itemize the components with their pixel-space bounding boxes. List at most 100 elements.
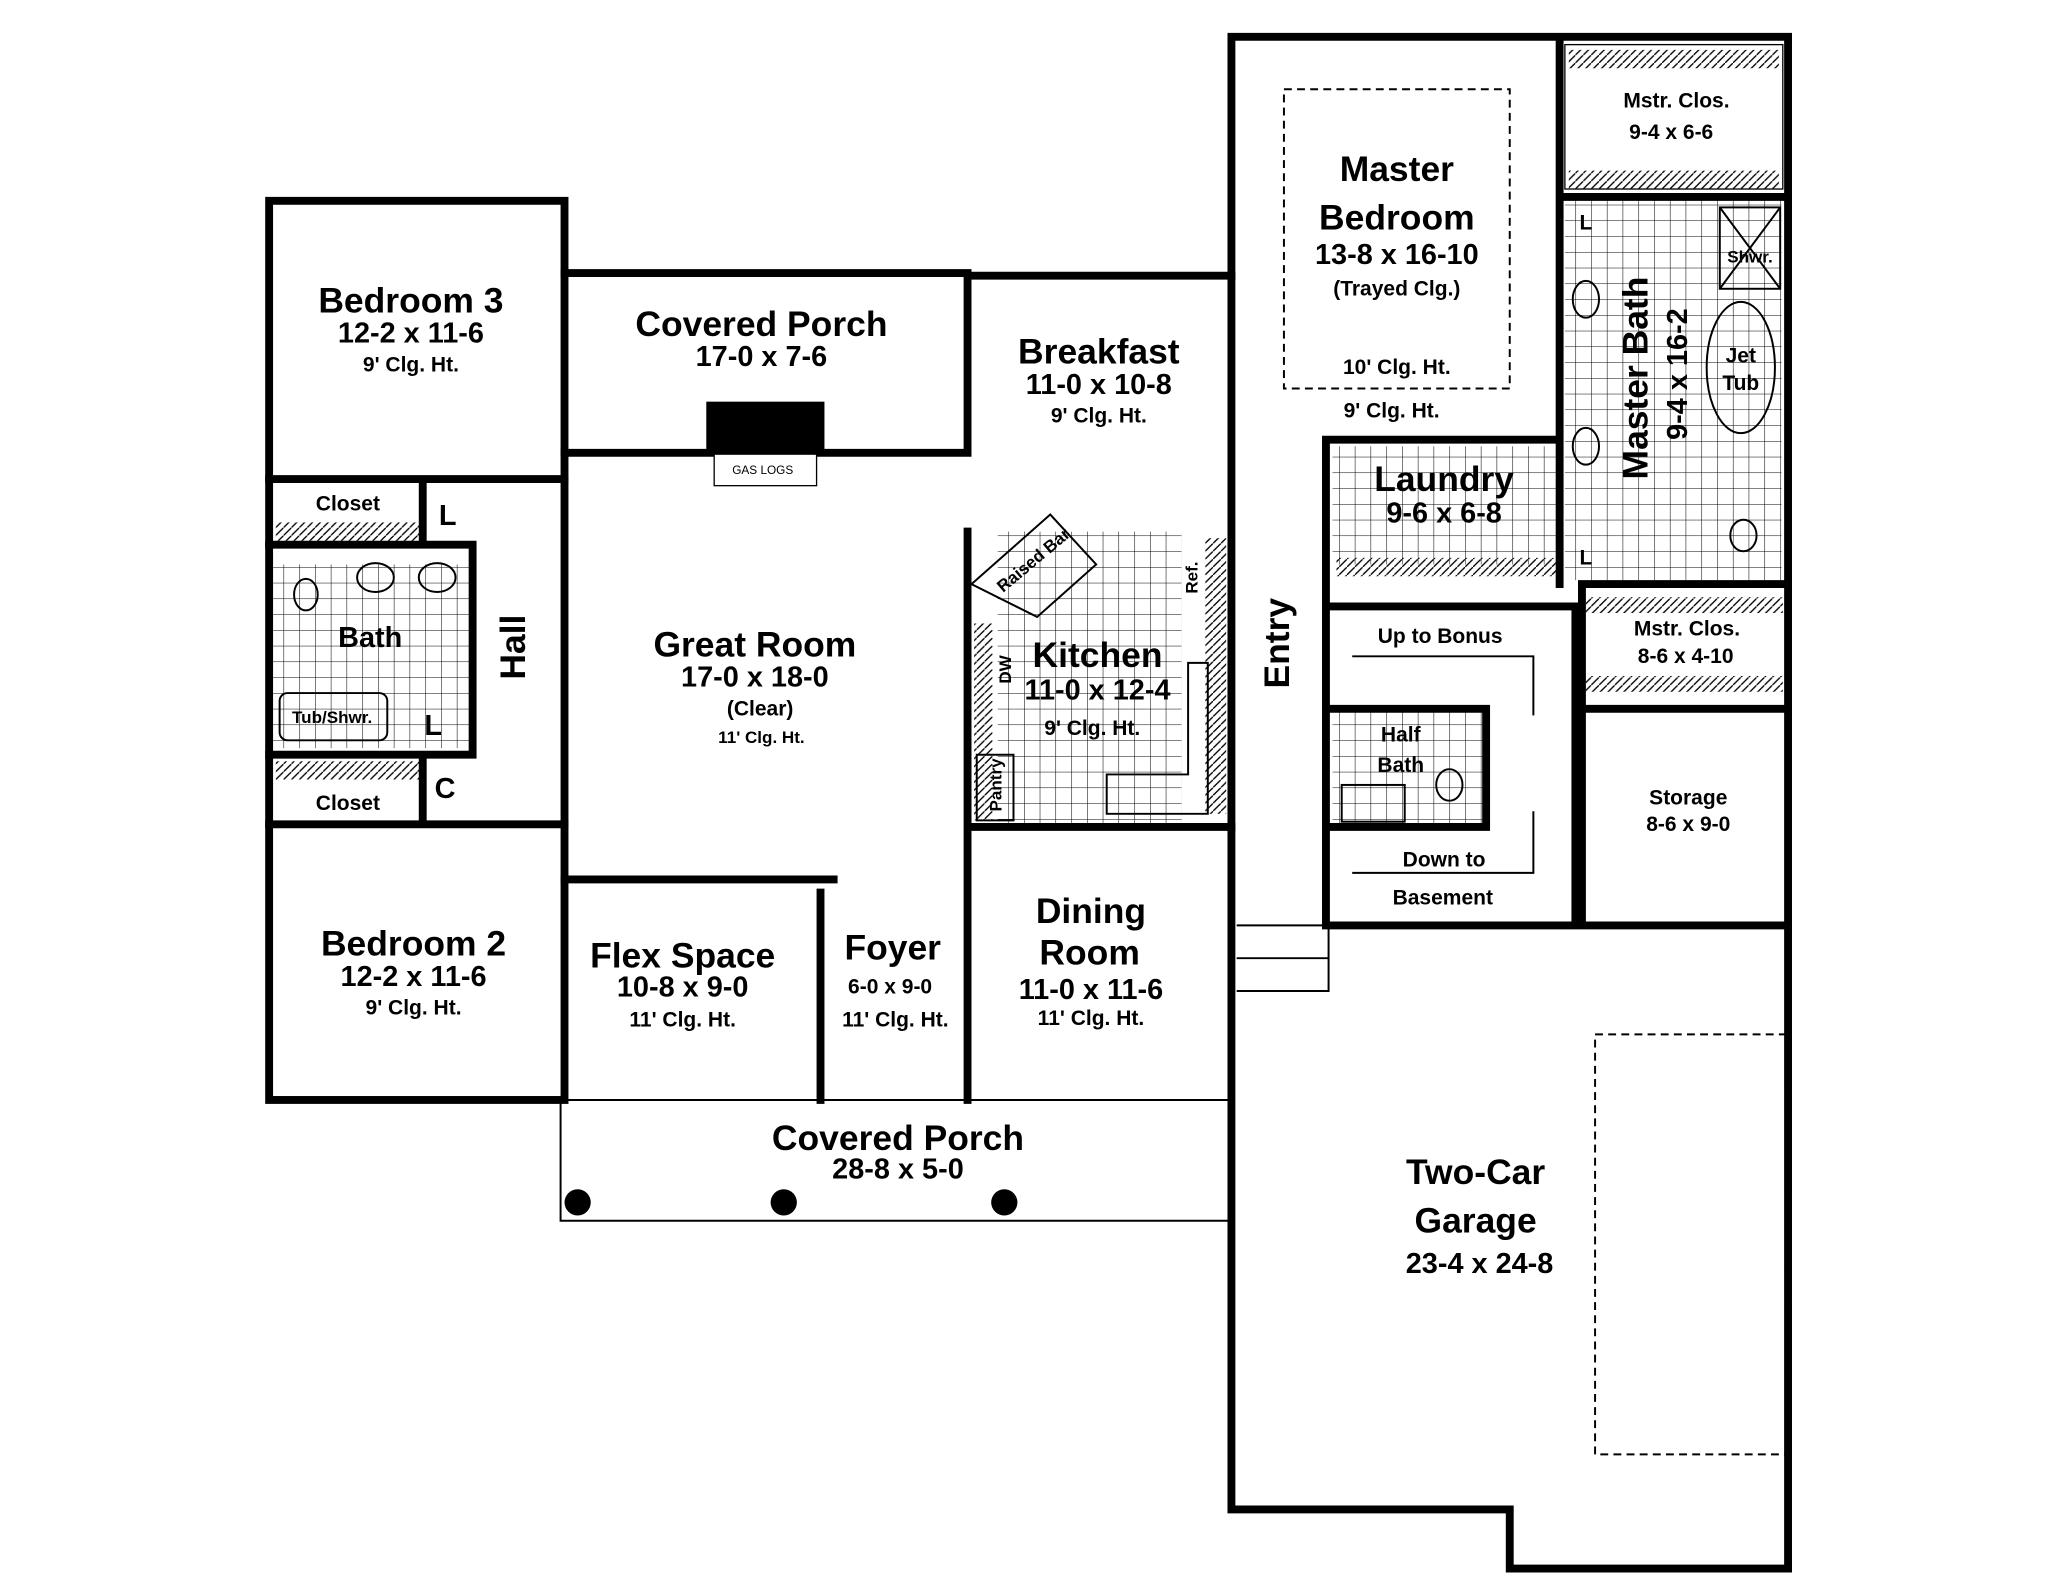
svg-text:10' Clg. Ht.: 10' Clg. Ht. (1343, 356, 1451, 379)
svg-text:11-0 x 11-6: 11-0 x 11-6 (1019, 974, 1163, 1006)
svg-text:9-6 x 6-8: 9-6 x 6-8 (1386, 497, 1502, 529)
tile-floors (273, 199, 1782, 827)
svg-text:Great Room: Great Room (653, 624, 856, 664)
fixtures (278, 206, 1782, 874)
svg-text:Mstr. Clos.: Mstr. Clos. (1623, 90, 1729, 113)
svg-text:C: C (435, 773, 456, 805)
svg-text:17-0 x 7-6: 17-0 x 7-6 (696, 341, 828, 373)
room-covered-porch-back: Covered Porch 17-0 x 7-6 (635, 304, 887, 373)
svg-text:12-2 x 11-6: 12-2 x 11-6 (338, 318, 484, 350)
svg-text:11' Clg. Ht.: 11' Clg. Ht. (629, 1008, 736, 1031)
svg-text:Flex Space: Flex Space (590, 935, 775, 975)
svg-text:11' Clg. Ht.: 11' Clg. Ht. (842, 1008, 949, 1031)
svg-text:Storage: Storage (1649, 787, 1727, 810)
svg-text:12-2 x 11-6: 12-2 x 11-6 (341, 961, 487, 993)
svg-text:(Trayed Clg.): (Trayed Clg.) (1333, 277, 1460, 300)
tray-ceiling-outline (1282, 88, 1511, 390)
svg-text:Dining: Dining (1036, 891, 1146, 931)
room-storage: Storage 8-6 x 9-0 (1646, 787, 1730, 836)
svg-text:10-8 x 9-0: 10-8 x 9-0 (617, 971, 749, 1003)
room-laundry: Laundry 9-6 x 6-8 (1374, 459, 1514, 529)
room-garage: Two-Car Garage 23-4 x 24-8 (1406, 1152, 1554, 1280)
svg-text:Tub/Shwr.: Tub/Shwr. (292, 708, 372, 727)
svg-text:Basement: Basement (1393, 886, 1493, 909)
svg-text:Tub: Tub (1722, 372, 1759, 395)
svg-text:13-8 x 16-10: 13-8 x 16-10 (1315, 239, 1479, 271)
room-dining: Dining Room 11-0 x 11-6 11' Clg. Ht. (1019, 891, 1163, 1030)
room-master-bath: Master Bath 9-4 x 16-2 Shwr. Jet Tub L L (1579, 212, 1772, 570)
gas-logs-label: GAS LOGS (732, 463, 793, 477)
svg-text:9' Clg. Ht.: 9' Clg. Ht. (363, 353, 459, 376)
svg-text:Two-Car: Two-Car (1406, 1152, 1545, 1192)
room-closet-bottom: Closet C (316, 773, 456, 815)
garage-parking-outline (1594, 1033, 1787, 1456)
svg-text:8-6 x 9-0: 8-6 x 9-0 (1646, 813, 1730, 836)
svg-text:9-4 x 16-2: 9-4 x 16-2 (1662, 308, 1694, 440)
room-entry: Entry (1257, 598, 1297, 689)
room-closet-top: Closet L (316, 493, 457, 532)
svg-text:Down to: Down to (1403, 848, 1486, 871)
room-master-closet-1: Mstr. Clos. 9-4 x 6-6 (1623, 90, 1729, 145)
svg-text:9' Clg. Ht.: 9' Clg. Ht. (1344, 399, 1440, 422)
room-breakfast: Breakfast 11-0 x 10-8 9' Clg. Ht. (1018, 332, 1180, 428)
svg-text:Kitchen: Kitchen (1033, 635, 1163, 675)
svg-text:11' Clg. Ht.: 11' Clg. Ht. (718, 728, 804, 747)
svg-text:Room: Room (1039, 933, 1139, 973)
svg-text:11-0 x 10-8: 11-0 x 10-8 (1026, 369, 1172, 401)
svg-text:Covered Porch: Covered Porch (635, 304, 887, 344)
room-bath: Bath Tub/Shwr. L (292, 622, 442, 742)
svg-text:Closet: Closet (316, 792, 380, 815)
room-master-closet-2: Mstr. Clos. 8-6 x 4-10 (1634, 617, 1740, 668)
svg-text:Garage: Garage (1415, 1201, 1537, 1241)
room-half-bath: Half Bath (1377, 724, 1424, 777)
svg-text:9' Clg. Ht.: 9' Clg. Ht. (366, 997, 462, 1020)
svg-text:Bedroom 2: Bedroom 2 (321, 924, 506, 964)
svg-text:Mstr. Clos.: Mstr. Clos. (1634, 617, 1740, 640)
room-bedroom-3: Bedroom 3 12-2 x 11-6 9' Clg. Ht. (318, 280, 503, 376)
room-great-room: Great Room 17-0 x 18-0 (Clear) 11' Clg. … (653, 624, 856, 747)
svg-text:Master: Master (1340, 149, 1454, 189)
svg-text:Bath: Bath (1377, 754, 1424, 777)
svg-text:L: L (439, 500, 457, 532)
svg-text:DW: DW (996, 654, 1015, 683)
svg-text:L: L (424, 710, 442, 742)
walls (265, 32, 1792, 1573)
closet-shelving (275, 43, 1784, 821)
svg-text:Bedroom: Bedroom (1319, 198, 1475, 238)
svg-text:Bedroom 3: Bedroom 3 (318, 280, 503, 320)
svg-text:9-4 x 6-6: 9-4 x 6-6 (1629, 121, 1713, 144)
svg-text:28-8 x 5-0: 28-8 x 5-0 (832, 1154, 964, 1186)
svg-text:Master Bath: Master Bath (1616, 277, 1656, 480)
fireplace-icon (706, 401, 825, 455)
room-master-bedroom: Master Bedroom 13-8 x 16-10 (Trayed Clg.… (1315, 149, 1479, 422)
svg-text:Bath: Bath (338, 622, 402, 654)
svg-text:(Clear): (Clear) (727, 697, 794, 720)
svg-text:23-4 x 24-8: 23-4 x 24-8 (1406, 1248, 1554, 1280)
svg-text:Shwr.: Shwr. (1727, 248, 1772, 267)
svg-text:11' Clg. Ht.: 11' Clg. Ht. (1038, 1007, 1145, 1030)
svg-text:L: L (1579, 546, 1592, 569)
room-hall: Hall (493, 615, 533, 680)
svg-text:17-0 x 18-0: 17-0 x 18-0 (681, 661, 829, 693)
svg-text:8-6 x 4-10: 8-6 x 4-10 (1638, 645, 1734, 668)
svg-text:9' Clg. Ht.: 9' Clg. Ht. (1044, 717, 1140, 740)
svg-text:Half: Half (1381, 724, 1422, 747)
svg-text:Ref.: Ref. (1182, 561, 1201, 593)
svg-text:Jet: Jet (1726, 344, 1756, 367)
svg-text:Closet: Closet (316, 493, 380, 516)
room-foyer: Foyer 6-0 x 9-0 11' Clg. Ht. (842, 928, 949, 1032)
svg-text:Foyer: Foyer (844, 928, 941, 968)
svg-text:6-0 x 9-0: 6-0 x 9-0 (848, 976, 932, 999)
svg-text:L: L (1579, 212, 1592, 235)
svg-text:Breakfast: Breakfast (1018, 332, 1180, 372)
svg-text:11-0 x 12-4: 11-0 x 12-4 (1025, 675, 1171, 707)
svg-text:Laundry: Laundry (1374, 459, 1514, 499)
room-flex-space: Flex Space 10-8 x 9-0 11' Clg. Ht. (590, 935, 775, 1031)
stairs: Up to Bonus Down to Basement (1378, 625, 1503, 909)
svg-text:Up to Bonus: Up to Bonus (1378, 625, 1503, 648)
room-covered-porch-front: Covered Porch 28-8 x 5-0 (772, 1118, 1024, 1186)
svg-text:Pantry: Pantry (987, 758, 1006, 812)
svg-text:9' Clg. Ht.: 9' Clg. Ht. (1051, 405, 1147, 428)
room-bedroom-2: Bedroom 2 12-2 x 11-6 9' Clg. Ht. (321, 924, 506, 1020)
